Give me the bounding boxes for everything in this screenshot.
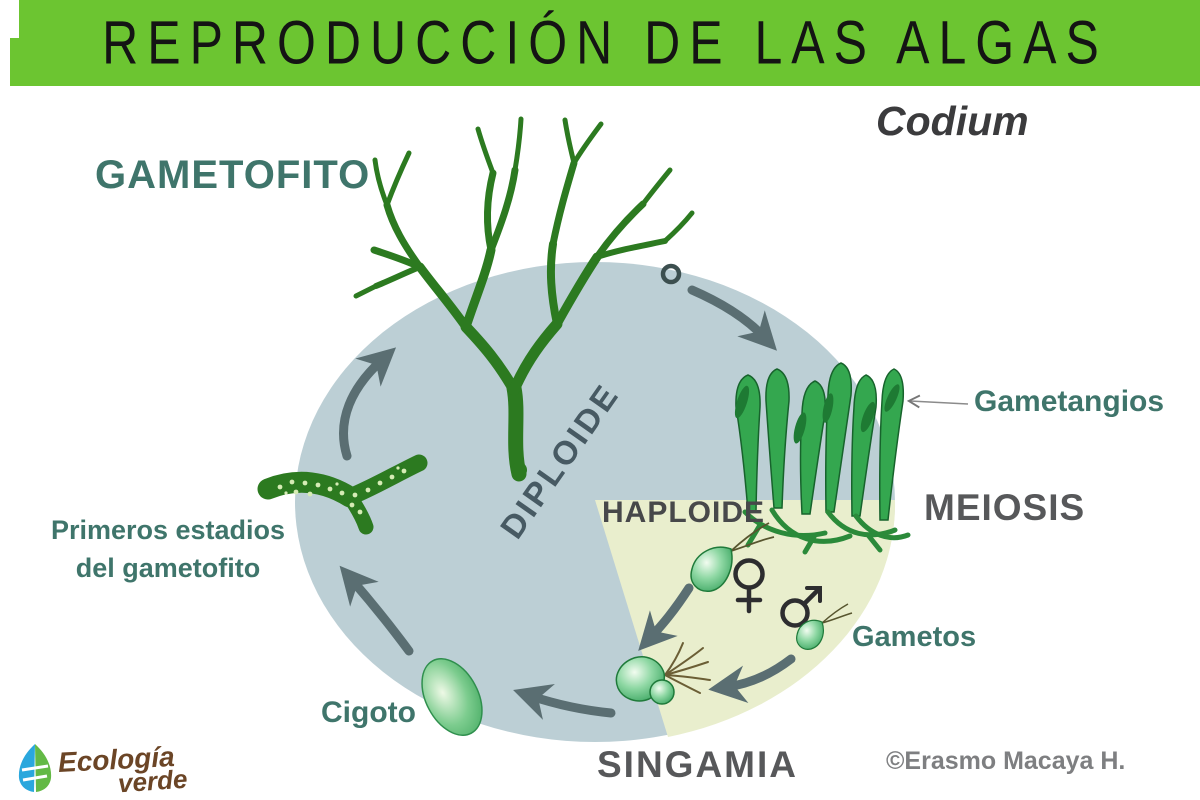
- meiosis-label: MEIOSIS: [924, 487, 1086, 528]
- male-gamete: [796, 603, 853, 650]
- title-banner: REPRODUCCIÓN DE LAS ALGAS: [10, 0, 1200, 86]
- logo-word-verde: verde: [117, 763, 189, 799]
- early-gametophyte: [257, 454, 428, 535]
- ecologiaverde-logo: Ecología verde: [14, 740, 214, 800]
- gametangios-leader-line: [906, 394, 969, 409]
- leaf-icon: [18, 744, 52, 792]
- fusing-gametes: [615, 642, 711, 705]
- filament-spots: [277, 466, 407, 515]
- gametangia-label: Gametangios: [974, 385, 1165, 418]
- gametophyte-label: GAMETOFITO: [95, 153, 371, 197]
- early-stages-line1: Primeros estadios: [50, 515, 286, 545]
- arrow-early-to-gametophyte: [339, 347, 397, 461]
- author-credit: ©Erasmo Macaya H.: [886, 747, 1126, 775]
- syngamy-label: SINGAMIA: [597, 744, 798, 785]
- page-title: REPRODUCCIÓN DE LAS ALGAS: [102, 8, 1108, 78]
- gametangium-lances: [734, 384, 900, 444]
- zygote-cell: [421, 658, 483, 736]
- female-symbol-icon: [733, 558, 765, 614]
- early-stages-line2: del gametofito: [75, 552, 261, 583]
- arrow-female-to-syngamy: [638, 583, 694, 651]
- arrow-zygote-to-early: [339, 565, 414, 656]
- arrow-gametophyte-to-meiosis: [687, 285, 777, 351]
- male-symbol-icon: [780, 586, 822, 628]
- arrow-syngamy-to-zygote: [513, 684, 616, 720]
- early-stages-label: Primeros estadios del gametofito: [28, 512, 308, 588]
- blade-rhizoids: [742, 507, 911, 555]
- arrow-male-to-syngamy: [708, 654, 796, 704]
- cycle-arrows: [339, 285, 796, 720]
- adult-gametophyte-alga: [353, 116, 695, 482]
- gametangia-blades: [734, 362, 911, 555]
- banner-corner-notch: [10, 0, 19, 38]
- haploid-label: HAPLOIDE: [602, 496, 766, 529]
- female-gamete: [690, 522, 775, 592]
- gametes-label: Gametos: [852, 621, 977, 653]
- zygote-label: Cigoto: [321, 696, 416, 729]
- propagule-ring-icon: [660, 263, 682, 285]
- organism-title: Codium: [876, 98, 1029, 144]
